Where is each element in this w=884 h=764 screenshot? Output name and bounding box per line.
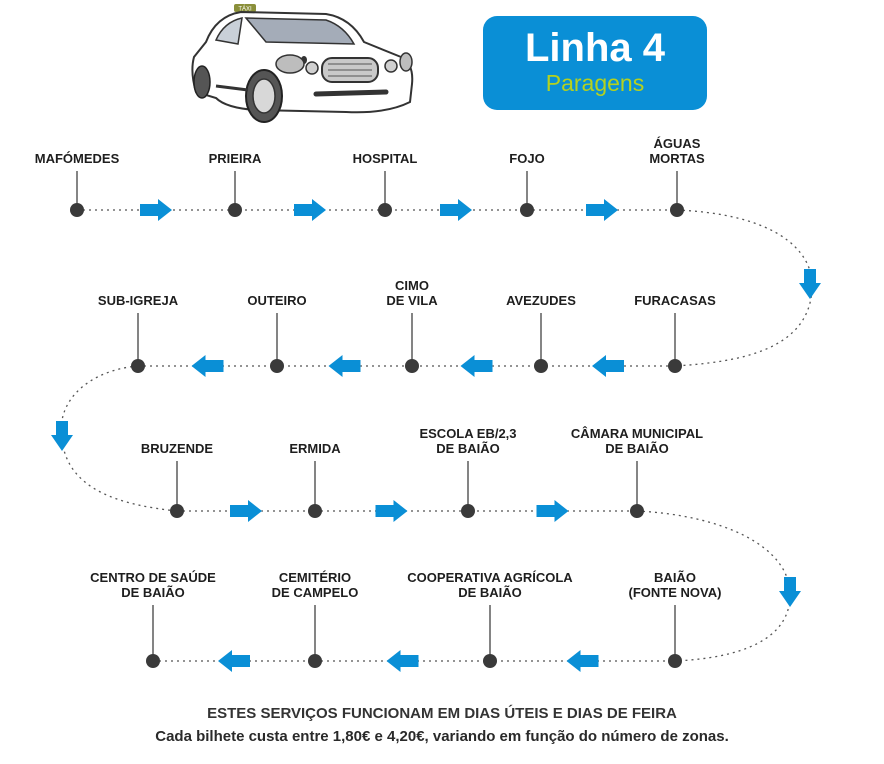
- route-stop: FURACASAS: [634, 293, 716, 373]
- stop-name-label: DE BAIÃO: [605, 441, 669, 456]
- line-title: Linha 4: [524, 26, 666, 70]
- direction-arrow-icon: [191, 355, 224, 377]
- stop-name-label: CÂMARA MUNICIPAL: [571, 426, 703, 441]
- stop-marker: [668, 654, 682, 668]
- stop-marker: [228, 203, 242, 217]
- stop-name-label: CEMITÉRIO: [279, 570, 351, 585]
- direction-arrow-icon: [566, 650, 599, 672]
- line-subtitle: Paragens: [545, 70, 645, 96]
- route-stop: HOSPITAL: [353, 151, 418, 217]
- stop-name-label: BRUZENDE: [141, 441, 214, 456]
- direction-arrow-icon: [328, 355, 361, 377]
- direction-arrow-icon: [218, 650, 250, 672]
- service-days-notice: ESTES SERVIÇOS FUNCIONAM EM DIAS ÚTEIS E…: [207, 705, 677, 722]
- route-stop: SUB-IGREJA: [98, 293, 179, 373]
- direction-arrow-icon: [460, 355, 493, 377]
- direction-arrow-down-icon: [51, 421, 73, 451]
- stop-name-label: CIMO: [395, 278, 429, 293]
- stop-name-label: (FONTE NOVA): [629, 585, 722, 600]
- stop-marker: [534, 359, 548, 373]
- stop-name-label: CENTRO DE SAÚDE: [90, 570, 216, 585]
- stop-name-label: ESCOLA EB/2,3: [419, 426, 516, 441]
- taxi-car-icon: TÁXI: [191, 4, 414, 123]
- route-curve-right-1: [674, 209, 813, 367]
- direction-arrow-icon: [294, 199, 326, 221]
- stop-marker: [670, 203, 684, 217]
- stop-marker: [461, 504, 475, 518]
- stop-marker: [170, 504, 184, 518]
- ticket-price-notice: Cada bilhete custa entre 1,80€ e 4,20€, …: [155, 728, 729, 745]
- stop-name-label: COOPERATIVA AGRÍCOLA: [407, 570, 573, 585]
- direction-arrow-icon: [230, 500, 262, 522]
- line-title-badge: Linha 4 Paragens: [483, 16, 707, 110]
- route-stop: MAFÓMEDES: [35, 151, 120, 217]
- stop-name-label: HOSPITAL: [353, 151, 418, 166]
- stop-marker: [405, 359, 419, 373]
- direction-arrow-icon: [536, 500, 569, 522]
- direction-arrow-icon: [140, 199, 172, 221]
- stop-name-label: PRIEIRA: [209, 151, 262, 166]
- stop-marker: [668, 359, 682, 373]
- stop-name-label: MAFÓMEDES: [35, 151, 120, 166]
- stop-marker: [131, 359, 145, 373]
- stop-name-label: DE VILA: [386, 293, 438, 308]
- stop-name-label: DE BAIÃO: [121, 585, 185, 600]
- stop-name-label: FURACASAS: [634, 293, 716, 308]
- route-stop: ERMIDA: [289, 441, 341, 518]
- route-curve-left: [60, 365, 178, 512]
- route-stop: ESCOLA EB/2,3DE BAIÃO: [419, 426, 517, 518]
- stop-marker: [630, 504, 644, 518]
- route-arrows: [51, 199, 821, 672]
- stop-name-label: BAIÃO: [654, 570, 696, 585]
- direction-arrow-icon: [386, 650, 419, 672]
- stop-name-label: ERMIDA: [289, 441, 341, 456]
- stop-marker: [70, 203, 84, 217]
- route-stop: AVEZUDES: [506, 293, 576, 373]
- stop-name-label: FOJO: [509, 151, 544, 166]
- route-stop: BRUZENDE: [141, 441, 214, 518]
- direction-arrow-icon: [592, 355, 624, 377]
- stop-name-label: OUTEIRO: [247, 293, 306, 308]
- route-stop: FOJO: [509, 151, 545, 217]
- stop-name-label: MORTAS: [649, 151, 705, 166]
- direction-arrow-icon: [586, 199, 618, 221]
- stop-marker: [308, 654, 322, 668]
- stop-name-label: SUB-IGREJA: [98, 293, 179, 308]
- stop-marker: [308, 504, 322, 518]
- route-stop: OUTEIRO: [247, 293, 307, 373]
- taxi-sign-text: TÁXI: [238, 6, 252, 13]
- stop-marker: [146, 654, 160, 668]
- stop-name-label: ÁGUAS: [654, 136, 701, 151]
- stop-name-label: DE CAMPELO: [272, 585, 359, 600]
- route-stop: BAIÃO(FONTE NOVA): [629, 570, 722, 668]
- stop-name-label: DE BAIÃO: [458, 585, 522, 600]
- direction-arrow-icon: [375, 500, 408, 522]
- stop-marker: [378, 203, 392, 217]
- direction-arrow-down-icon: [779, 577, 801, 607]
- taxi-roof-sign: [234, 4, 256, 12]
- taxi-illustration: TÁXI: [191, 4, 414, 123]
- stop-name-label: AVEZUDES: [506, 293, 576, 308]
- stop-marker: [483, 654, 497, 668]
- direction-arrow-down-icon: [799, 269, 821, 299]
- direction-arrow-icon: [440, 199, 472, 221]
- stop-name-label: DE BAIÃO: [436, 441, 500, 456]
- route-curve-right-2: [636, 510, 791, 662]
- route-stop: PRIEIRA: [209, 151, 262, 217]
- stop-marker: [520, 203, 534, 217]
- stop-marker: [270, 359, 284, 373]
